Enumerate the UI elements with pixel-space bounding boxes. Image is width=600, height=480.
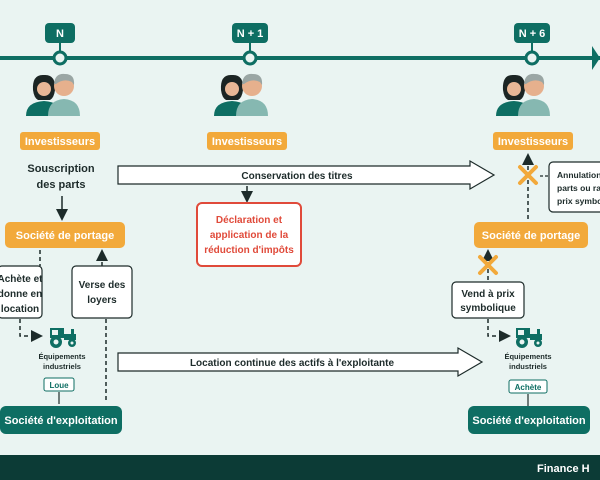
conservation-label: Conservation des titres bbox=[241, 171, 353, 182]
investors-icon bbox=[496, 73, 550, 116]
annulation-line3: prix symbo bbox=[557, 196, 600, 206]
investors-label: Investisseurs bbox=[498, 136, 568, 148]
timeline-line bbox=[0, 56, 600, 60]
annulation-line1: Annulation bbox=[557, 170, 600, 180]
vend-line1: Vend à prix bbox=[461, 289, 515, 300]
timeline-dot bbox=[242, 50, 258, 66]
exploitation-label-left: Société d'exploitation bbox=[4, 415, 118, 427]
timeline-label-n: N bbox=[56, 28, 64, 40]
portage-label-right: Société de portage bbox=[482, 230, 580, 242]
verse-box bbox=[71, 265, 133, 319]
investors-label: Investisseurs bbox=[25, 136, 95, 148]
brand-logo: Finance H bbox=[537, 463, 590, 475]
investors-icon bbox=[26, 73, 80, 116]
annulation-box bbox=[548, 161, 600, 213]
annulation-line2: parts ou rac bbox=[557, 183, 600, 193]
portage-label-left: Société de portage bbox=[16, 230, 114, 242]
declaration-line2: application de la bbox=[210, 230, 289, 241]
achete-box bbox=[0, 265, 43, 319]
timeline-dot bbox=[52, 50, 68, 66]
achete-line3: location bbox=[1, 304, 39, 315]
investors-group-n6: Investisseurs bbox=[493, 73, 573, 150]
exploitation-box-right bbox=[468, 406, 590, 434]
portage-box-left bbox=[5, 222, 125, 248]
equipements-right-line1: Équipements bbox=[504, 352, 551, 361]
achete-line1: Achète et bbox=[0, 274, 43, 285]
equipements-line2: industriels bbox=[43, 362, 81, 371]
achete-line2: donne en bbox=[0, 289, 42, 300]
tractor-icon bbox=[50, 328, 76, 348]
equipements-line1: Équipements bbox=[38, 352, 85, 361]
location-label: Location continue des actifs à l'exploit… bbox=[190, 358, 395, 369]
loue-badge: Loue bbox=[49, 381, 69, 390]
verse-line2: loyers bbox=[87, 295, 117, 306]
investors-group-n1: Investisseurs bbox=[207, 73, 287, 150]
vend-box bbox=[451, 281, 525, 319]
conservation-arrow bbox=[117, 159, 496, 191]
right-column: Annulation parts ou rac prix symbo Socié… bbox=[451, 153, 600, 434]
left-column: Souscription des parts Société de portag… bbox=[0, 163, 133, 434]
timeline-label-n1: N + 1 bbox=[237, 28, 264, 40]
timeline-dot bbox=[524, 50, 540, 66]
vend-line2: symbolique bbox=[460, 303, 516, 314]
cross-icon bbox=[518, 165, 538, 185]
achete-badge: Achète bbox=[515, 383, 542, 392]
souscription-line2: des parts bbox=[37, 179, 86, 191]
timeline-arrow-icon bbox=[592, 46, 600, 70]
footer: Finance H bbox=[0, 455, 600, 480]
middle-column: Conservation des titres Déclaration et a… bbox=[117, 159, 496, 378]
souscription-line1: Souscription bbox=[27, 163, 95, 175]
verse-line1: Verse des bbox=[79, 280, 126, 291]
investors-group-n: Investisseurs bbox=[20, 73, 100, 150]
timeline-label-n6: N + 6 bbox=[519, 28, 546, 40]
declaration-line1: Déclaration et bbox=[216, 215, 283, 226]
location-arrow bbox=[117, 346, 484, 378]
investors-icon bbox=[214, 73, 268, 116]
cross-icon bbox=[478, 255, 498, 275]
tractor-icon bbox=[516, 328, 542, 348]
investors-label: Investisseurs bbox=[212, 136, 282, 148]
declaration-line3: réduction d'impôts bbox=[204, 245, 294, 256]
portage-box-right bbox=[474, 222, 588, 248]
timeline: N N + 1 N + 6 bbox=[0, 23, 600, 70]
exploitation-label-right: Société d'exploitation bbox=[472, 415, 586, 427]
exploitation-box-left bbox=[0, 406, 122, 434]
declaration-box bbox=[196, 202, 302, 267]
equipements-right-line2: industriels bbox=[509, 362, 547, 371]
